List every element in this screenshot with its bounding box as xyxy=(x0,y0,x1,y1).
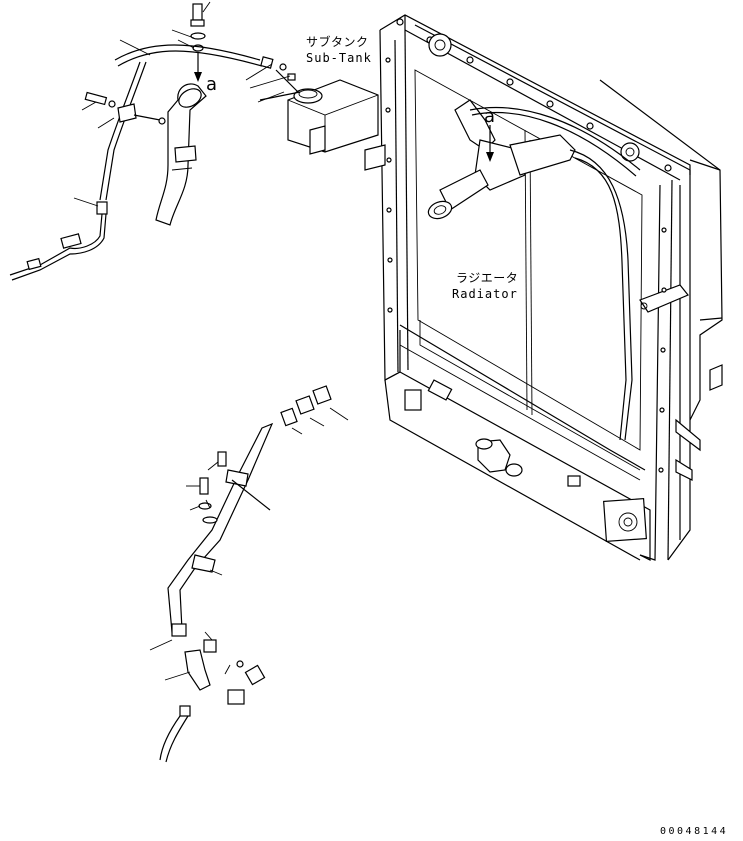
top-rail-bolts xyxy=(385,18,672,473)
sub-tank-label-jp: サブタンク xyxy=(306,34,369,49)
upper-hoses xyxy=(9,3,274,281)
sub-tank xyxy=(259,63,379,155)
lower-hoses xyxy=(149,385,332,763)
radiator-label-en: Radiator xyxy=(452,287,518,301)
sub-tank-label-en: Sub-Tank xyxy=(306,51,372,65)
reference-a-upper-hose: a xyxy=(206,74,217,95)
radiator-assembly xyxy=(364,14,723,561)
reference-a-radiator: a xyxy=(484,106,495,127)
leader-lines xyxy=(73,1,349,576)
drawing-number: 00048144 xyxy=(660,826,728,837)
radiator-label-jp: ラジエータ xyxy=(456,271,518,285)
